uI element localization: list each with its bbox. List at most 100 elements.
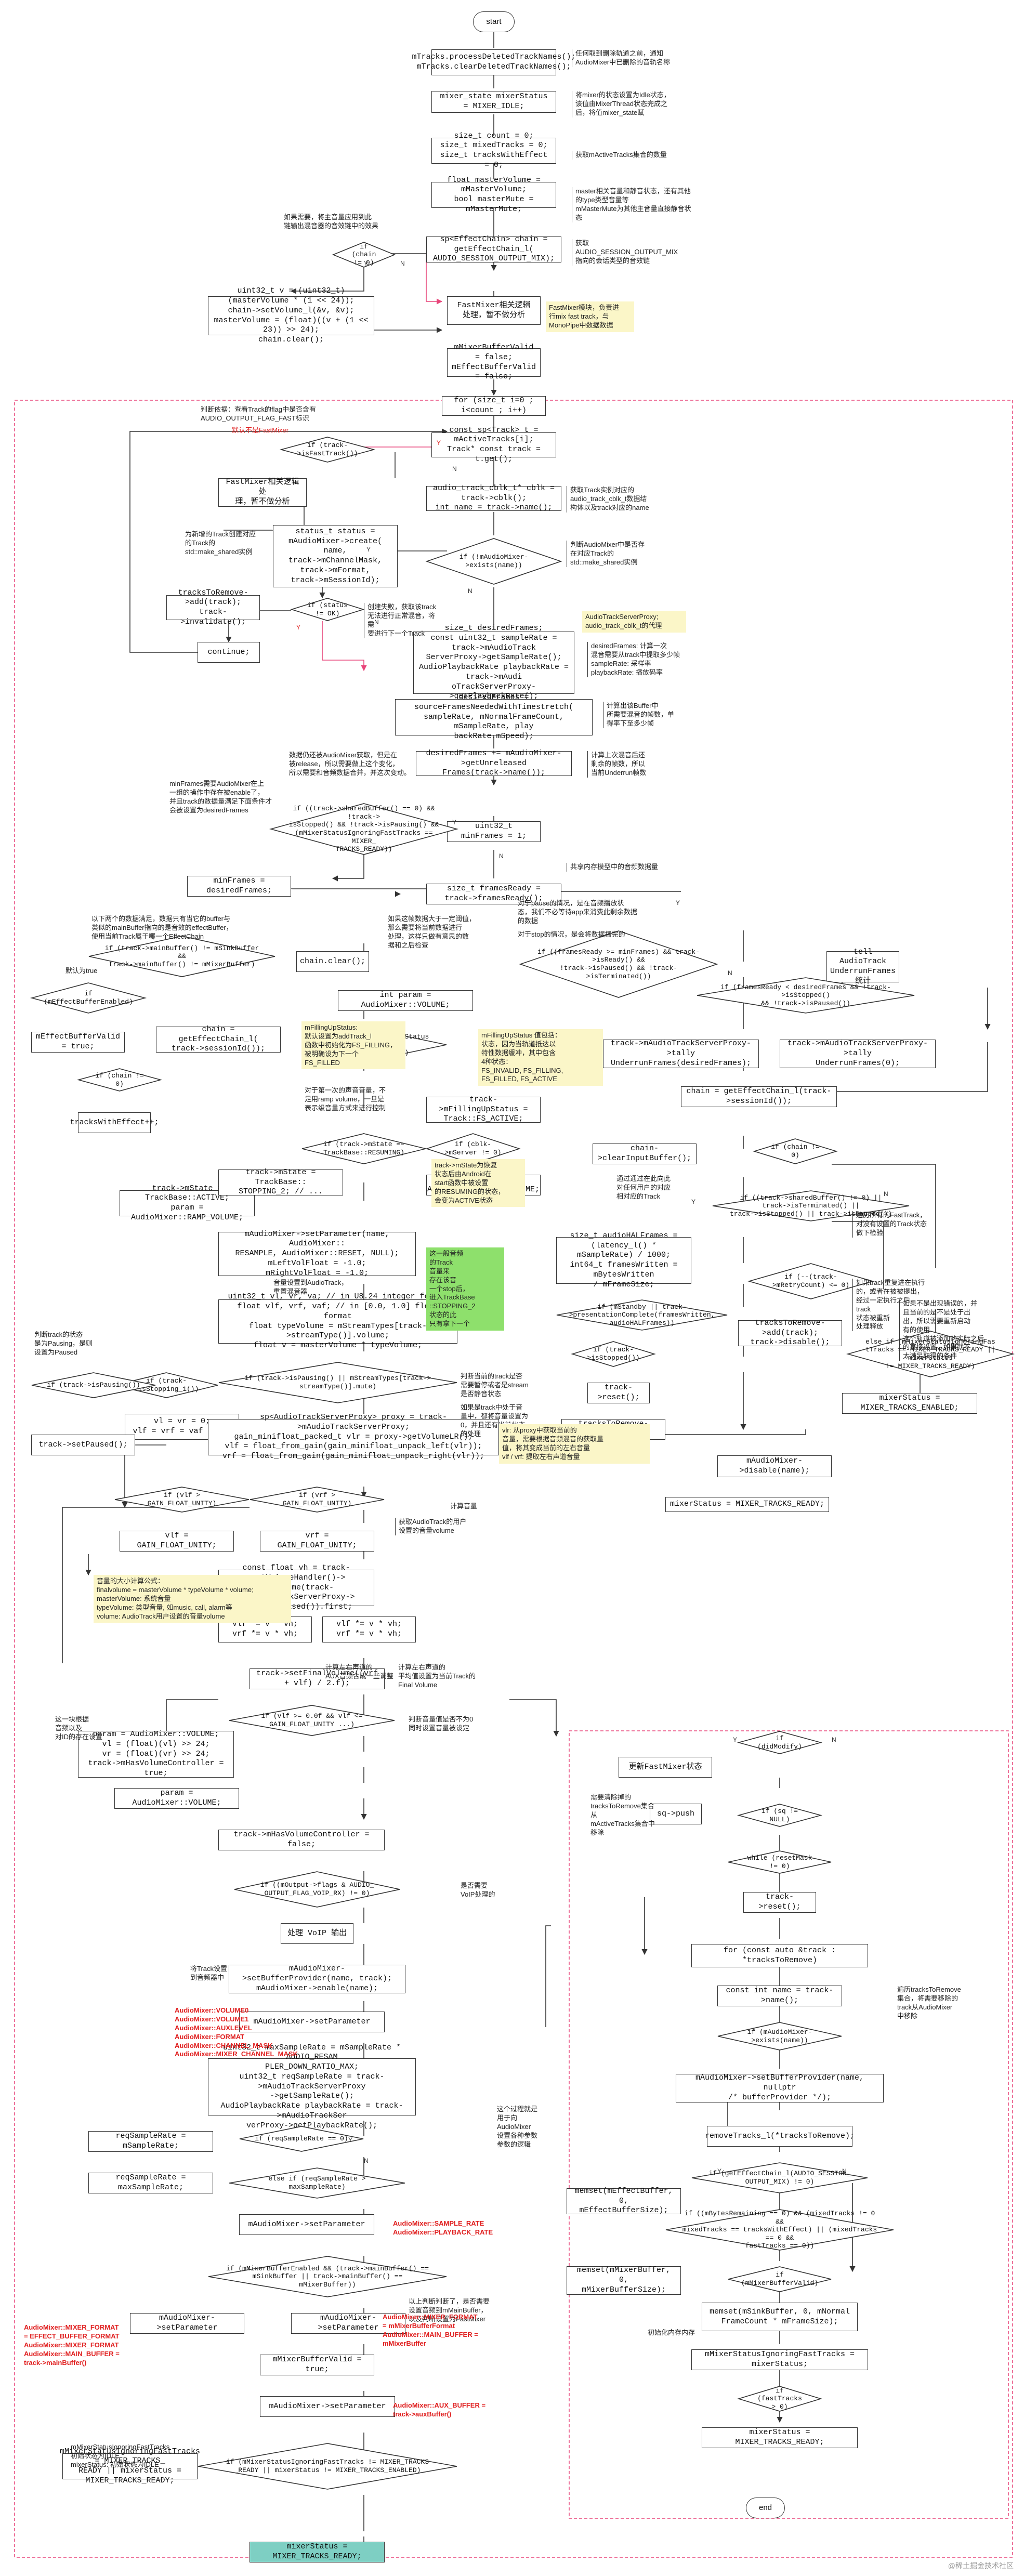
annotation-c42: 是否需要 VoIP处理的 <box>461 1882 495 1898</box>
decision-d1: if (chain != 0) <box>332 242 396 268</box>
edge-label: Y <box>676 899 680 906</box>
decision-label: if (track->isPausing() || mStreamTypes[t… <box>244 1374 431 1390</box>
flow-step-n49: reqSampleRate = maxSampleRate; <box>88 2173 213 2193</box>
flow-step-n6: uint32_t v = (uint32_t)(masterVolume * (… <box>208 286 374 344</box>
decision-d35: if (getEffectChain_l(AUDIO_SESSION_ OUTP… <box>691 2162 868 2193</box>
edge-label: N <box>364 2157 369 2164</box>
decision-label: if (mEffectBufferEnabled) <box>44 990 133 1006</box>
edge-label: Y <box>733 1736 738 1743</box>
flow-step-n59: chain = getEffectChain_l(track->sessionI… <box>681 1086 837 1107</box>
decision-d34: if (mAudioMixer->exists(name)) <box>717 2022 842 2051</box>
flow-step-loop1: for (size_t i=0 ; i<count ; i++) <box>442 396 546 416</box>
decision-d29: if (--(track->mRetryCount) <= 0) <box>747 1263 874 1299</box>
decision-d9: if (chain != 0) <box>76 1068 163 1092</box>
annotation-c41: 这一块根据 音频以及 对ID的存在设置 <box>55 1715 103 1741</box>
decision-label: if (track->isStopped()) <box>587 1346 640 1362</box>
annotation-c31: 这一般音频 的Track 音量来 存在该音 一个stop后， 进入TrackBa… <box>426 1247 504 1331</box>
flow-step-n12: status_t status = mAudioMixer->create( n… <box>273 525 398 587</box>
annotation-c51: 需要清除掉的 tracksToRemove集合从 mActiveTracks集合… <box>590 1793 655 1836</box>
flow-step-n1: mTracks.processDeletedTrackNames(); mTra… <box>412 49 576 75</box>
flow-step-n75: memset(mSinkBuffer, 0, mNormal FrameCoun… <box>702 2303 858 2331</box>
flow-step-n18: uint32_t minFrames = 1; <box>447 821 541 842</box>
annotation-c21: 对于pause的情况，是在音频播放状 态，我们不必等待app来消费此剩余数据 的… <box>518 899 637 925</box>
decision-d14: if (track->isPausing() || mStreamTypes[t… <box>218 1362 457 1403</box>
flow-step-n5: sp<EffectChain> chain = getEffectChain_l… <box>426 235 561 263</box>
flow-step-n39: vlf *= v * vh; vrf *= v * vh; <box>322 1616 416 1642</box>
edge-label: Y <box>437 439 441 446</box>
flow-step-n47: uint32_t maxSampleRate = mSampleRate * A… <box>208 2043 416 2130</box>
annotation-c24: 默认为true <box>65 967 98 975</box>
annotation-c35: vlr: 从proxy中获取当前的 音量，需要根据音频混音的获取量 值，将其变成… <box>499 1424 650 1464</box>
flow-step-n11: audio_track_cblk_t* cblk = track->cblk()… <box>426 484 561 512</box>
decision-d4: if (status != OK) <box>290 598 365 621</box>
flow-step-n48: reqSampleRate = mSampleRate; <box>88 2131 213 2152</box>
flow-step-n57: track->mAudioTrackServerProxy->tally Und… <box>603 1039 759 1068</box>
flow-step-n77: mixerStatus = MIXER_TRACKS_READY; <box>702 2427 858 2448</box>
decision-d19: if ((mOutput->flags & AUDIO_ OUTPUT_FLAG… <box>234 1871 400 1908</box>
flow-step-n43: track->mHasVolumeController = false; <box>218 1830 385 1850</box>
flow-step-n9: const sp<Track> t = mActiveTracks[i]; Tr… <box>431 426 556 464</box>
decision-label: if (mMixerBufferEnabled && (track->mainB… <box>226 2264 429 2289</box>
flow-step-n78: mMixerStatusIgnoringFastTracks = MIXER_T… <box>59 2447 201 2485</box>
flow-step-n33: track->setPaused(); <box>31 1435 135 1455</box>
annotation-c47: 遍历所有的FastTrack， 对没有设置的Track状态 做下检验 <box>852 1211 930 1238</box>
decision-label: if (mAudioMixer->exists(name)) <box>747 2028 812 2044</box>
decision-label: if ((mOutput->flags & AUDIO_ OUTPUT_FLAG… <box>260 1881 374 1897</box>
decision-d38: if (fastTracks > 0) <box>737 2386 822 2412</box>
annotation-c26: mFillingUpStatus 值包括： 状态，因为当轨道抵达以 特性数据缓冲… <box>478 1029 603 1086</box>
decision-d20: if (reqSampleRate == 0) <box>239 2126 364 2152</box>
decision-label: if (reqSampleRate == 0) <box>255 2135 348 2143</box>
param-note-p2: AudioMixer::SAMPLE_RATE AudioMixer::PLAY… <box>393 2219 493 2236</box>
flow-step-n70: const int name = track->name(); <box>717 1986 842 2006</box>
edge-label: N <box>728 969 732 977</box>
flow-step-n41: param = AudioMixer::VOLUME; vl = (float)… <box>78 1730 234 1778</box>
decision-label: else if (reqSampleRate > maxSampleRate) <box>268 2175 366 2191</box>
annotation-c2: 将mixer的状态设置为Idle状态， 该值由MixerThread状态完成之 … <box>572 91 676 117</box>
flow-step-n51: mAudioMixer->setParameter <box>130 2313 244 2334</box>
flow-step-loop2: for (const auto &track : *tracksToRemove… <box>691 1944 868 1967</box>
flow-step-n10: FastMixer相关逻辑处 理，暂不做分析 <box>218 478 307 507</box>
decision-label: if (didModify) <box>757 1734 802 1751</box>
edge-label: N <box>400 260 405 267</box>
edge-label: N <box>452 465 457 472</box>
flow-step-n8: mMixerBufferValid = false; mEffectBuffer… <box>447 343 541 381</box>
flow-step-n14: continue; <box>198 642 260 663</box>
edge-label: Y <box>717 2167 722 2175</box>
flow-step-n58: track->mAudioTrackServerProxy->tally Und… <box>780 1039 936 1068</box>
flow-step-n45: mAudioMixer->setBufferProvider(name, tra… <box>229 1964 405 1993</box>
flow-step-n21: chain.clear(); <box>296 951 369 972</box>
edge-label: N <box>842 2167 847 2175</box>
annotation-c13: AudioTrackServerProxy; audio_track_cblk_… <box>582 611 686 633</box>
decision-d8: if (mEffectBufferEnabled) <box>30 982 147 1014</box>
flow-step-n7: FastMixer相关逻辑 处理，暂不做分析 <box>447 296 541 325</box>
annotation-c3: 获取mActiveTracks集合的数量 <box>572 151 676 160</box>
flow-step-n67: 更新FastMixer状态 <box>619 1757 712 1778</box>
flow-step-n25: int param = AudioMixer::VOLUME; <box>338 990 473 1011</box>
param-note-p5: AudioMixer::AUX_BUFFER = track->auxBuffe… <box>393 2401 486 2418</box>
decision-d24: if (framesReady < desiredFrames && !trac… <box>697 977 915 1014</box>
decision-label: if (vrf > GAIN_FLOAT_UNITY) <box>282 1491 352 1507</box>
decision-label: if (getEffectChain_l(AUDIO_SESSION_ OUTP… <box>708 2170 851 2186</box>
annotation-c38: 计算左右声道的 AUX音频合成一些调整 <box>325 1663 393 1680</box>
flow-step-n54: mAudioMixer->setParameter <box>260 2396 395 2417</box>
annotation-c37: 音量的大小计算公式： finalvolume = masterVolume * … <box>94 1575 291 1623</box>
decision-d33: while (resetMask != 0) <box>728 1850 832 1874</box>
decision-d2: if (track->isFastTrack()) <box>279 437 376 463</box>
annotation-c4: master相关音量和静音状态，还有其他 的type类型音量等 mMasterM… <box>572 187 697 222</box>
flow-step-n35: vlf = GAIN_FLOAT_UNITY; <box>120 1531 234 1552</box>
edge-label: Y <box>364 260 369 267</box>
flow-step-n16: desiredFrames = sourceFramesNeededWithTi… <box>395 693 593 741</box>
param-note-p4: AudioMixer::MIXER_FORMAT = mMixerBufferF… <box>383 2313 478 2347</box>
decision-label: if (track->isFastTrack()) <box>297 441 358 457</box>
annotation-c9: 获取Track实例对应的 audio_track_cblk_t数据结 构体以及t… <box>567 486 681 512</box>
annotation-c17: 数据仍还被AudioMixer获取，但是在 被release，所以需要做上这个变… <box>289 751 411 777</box>
flow-step-n26: track->mFillingUpStatus = Track::FS_ACTI… <box>426 1095 541 1123</box>
decision-label: if (--(track->mRetryCount) <= 0) <box>772 1273 850 1289</box>
annotation-c12: 创建失败，获取该track 无法进行正常混音，将需 要进行下一个Track <box>364 603 437 638</box>
decision-label: if (sq != NULL) <box>761 1807 798 1823</box>
annotation-c18: minFrames需要AudioMixer在上 一组的操作中存在被enable了… <box>169 780 272 814</box>
annotation-c54: 计算音量 <box>450 1502 478 1510</box>
annotation-c28: track->mState为恢复 状态后由Android在 start函数中被设… <box>431 1159 525 1207</box>
decision-d30: else if (mMixerStatusIgnoringFas tTracks… <box>846 1331 1015 1377</box>
flow-step-n19: minFrames = desiredFrames; <box>187 876 291 897</box>
